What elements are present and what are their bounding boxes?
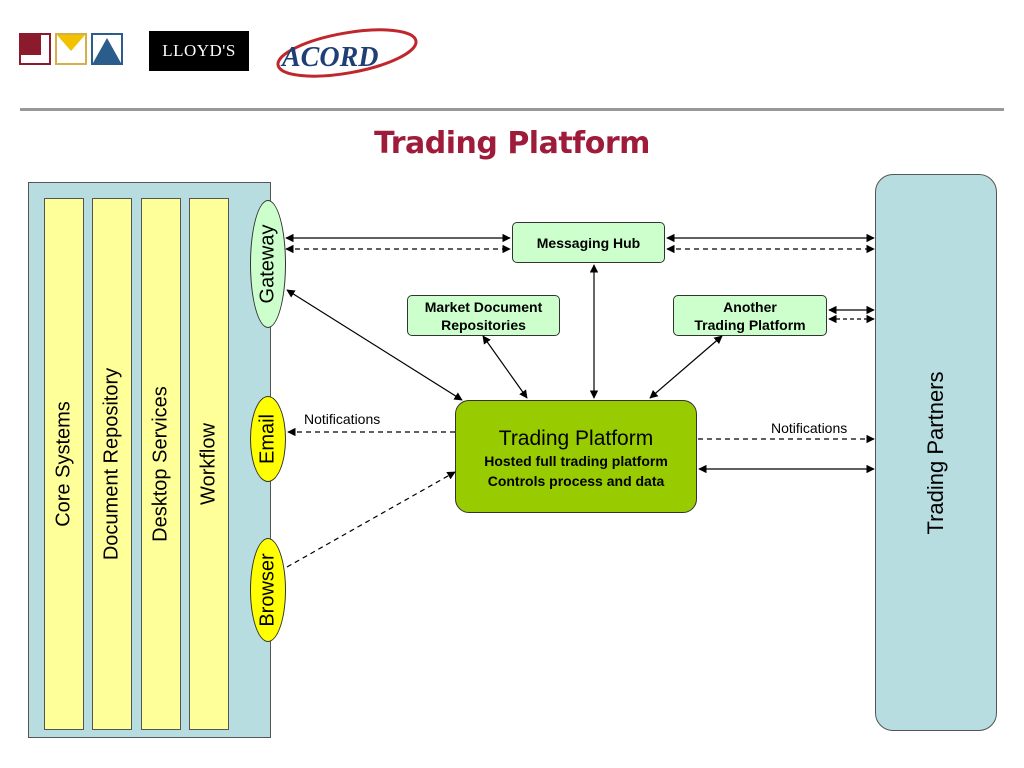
arrow-marketdocs-platform (482, 335, 528, 399)
trading-platform-title: Trading Platform (498, 427, 654, 450)
column-core-systems: Core Systems (44, 198, 84, 730)
messaging-hub-label: Messaging Hub (536, 234, 641, 251)
browser-oval: Browser (250, 538, 286, 642)
trading-platform-box: Trading Platform Hosted full trading pla… (455, 400, 697, 513)
another-platform-line-2: Trading Platform (694, 316, 806, 333)
arrow-browser-platform (286, 471, 456, 568)
page-title: Trading Platform (374, 126, 650, 161)
gateway-oval: Gateway (250, 200, 286, 328)
logo-square-red (19, 33, 51, 65)
trading-platform-line-2: Controls process and data (487, 473, 665, 489)
notifications-label-left: Notifications (304, 411, 381, 427)
trading-platform-line-1: Hosted full trading platform (484, 453, 668, 469)
header-divider (20, 108, 1004, 111)
logo-square-blue (91, 33, 123, 65)
svg-text:ACORD: ACORD (280, 42, 378, 73)
another-platform-line-1: Another (723, 298, 777, 315)
email-oval: Email (250, 396, 286, 482)
acord-logo: ACORD (272, 20, 422, 90)
arrow-another-platform (649, 335, 723, 399)
logo-square-gold (55, 33, 87, 65)
messaging-hub-box: Messaging Hub (512, 222, 665, 263)
column-workflow: Workflow (189, 198, 229, 730)
another-trading-platform-box: Another Trading Platform (673, 295, 827, 336)
trading-partners-panel: Trading Partners (875, 174, 997, 731)
column-document-repository: Document Repository (92, 198, 132, 730)
notifications-label-right: Notifications (771, 420, 848, 436)
lloyds-logo: LLOYD'S (149, 31, 249, 71)
column-desktop-services: Desktop Services (141, 198, 181, 730)
arrow-gateway-platform (286, 289, 463, 401)
